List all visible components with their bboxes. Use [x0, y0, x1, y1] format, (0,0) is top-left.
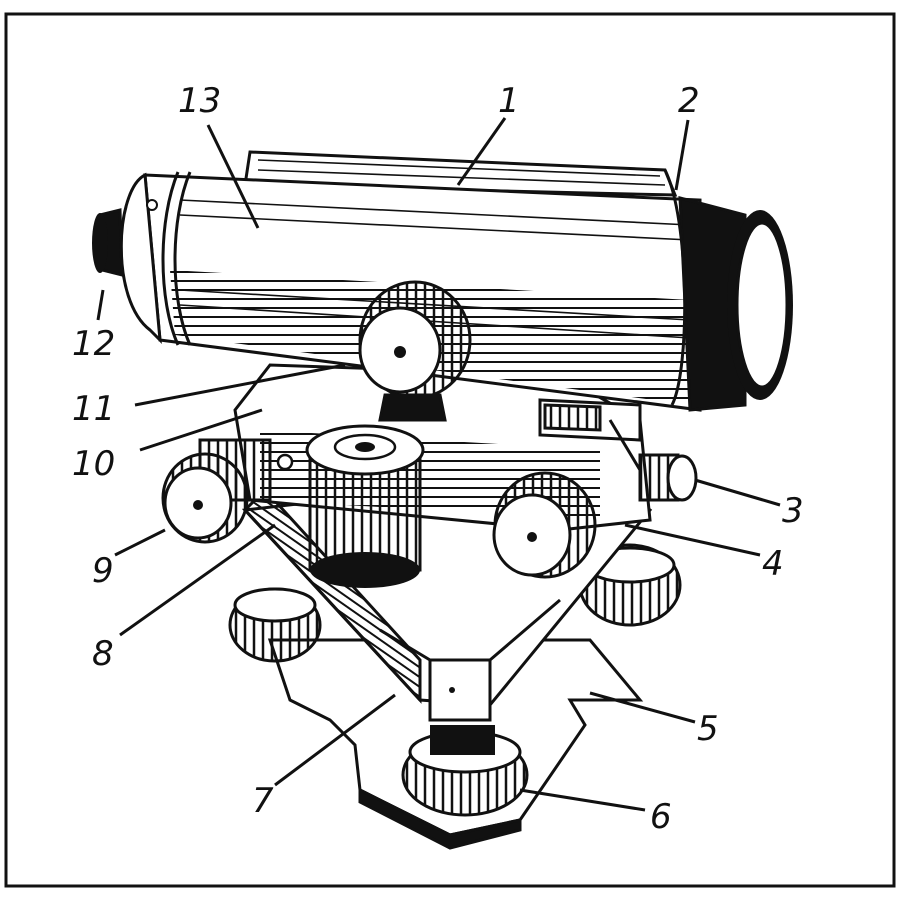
focusing-knob	[358, 280, 472, 422]
leader-4	[624, 523, 761, 557]
foot-screw-left	[228, 587, 322, 663]
callout-8: 8	[92, 634, 114, 674]
circular-level	[305, 424, 425, 588]
callout-5: 5	[697, 709, 719, 749]
leader-12	[96, 289, 105, 321]
tangent-screw-left	[161, 438, 294, 544]
callout-6: 6	[650, 797, 672, 837]
leader-5	[589, 691, 696, 724]
leader-8	[119, 523, 276, 637]
callout-13: 13	[178, 81, 221, 121]
callout-2: 2	[678, 81, 700, 121]
leader-1	[456, 117, 507, 186]
leader-11	[134, 363, 346, 407]
leader-lines	[96, 117, 781, 812]
callout-12: 12	[72, 324, 115, 364]
clamp-knob	[608, 419, 698, 502]
callout-7: 7	[252, 781, 274, 821]
leader-9	[114, 528, 166, 557]
callout-1: 1	[498, 81, 520, 121]
leader-2	[674, 119, 690, 191]
leader-6	[519, 788, 646, 812]
callout-10: 10	[72, 444, 115, 484]
foot-screw-front	[401, 725, 529, 817]
elevation-screw	[492, 471, 597, 579]
callout-11: 11	[72, 389, 115, 429]
callout-9: 9	[92, 551, 114, 591]
leader-13	[206, 124, 260, 229]
callout-4: 4	[762, 544, 784, 584]
callout-3: 3	[782, 491, 804, 531]
callout-labels: 1 2 3 4 5 6 7 8 9 10 11 12 13	[72, 81, 804, 837]
leader-3	[694, 478, 781, 507]
leader-10	[139, 408, 263, 452]
leader-7	[274, 693, 396, 787]
